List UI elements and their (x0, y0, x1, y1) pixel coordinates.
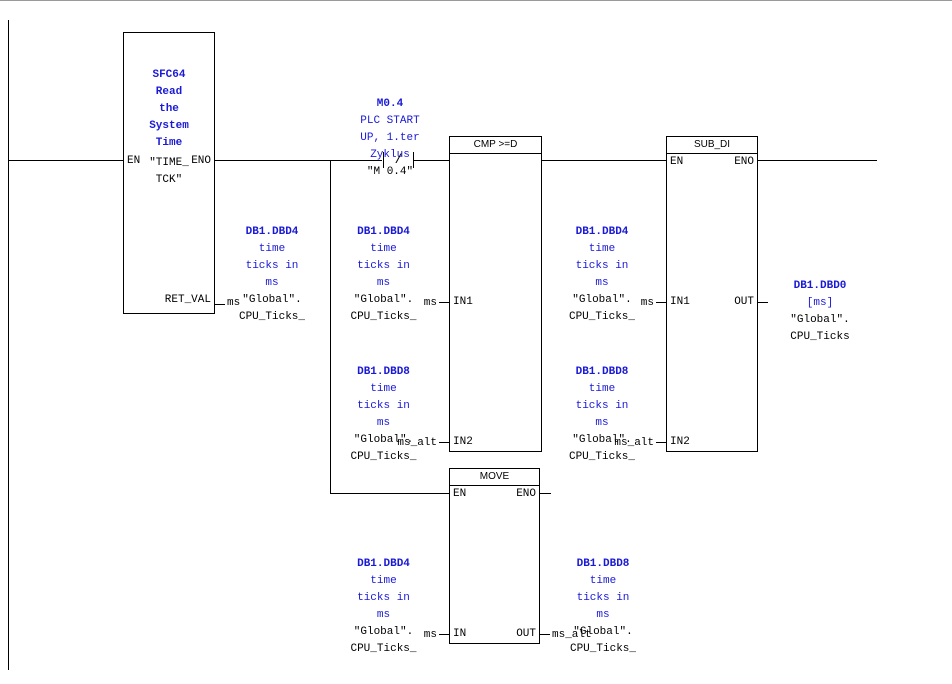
cmp-block[interactable]: CMP >=D IN1 IN2 (449, 136, 542, 452)
sub-di-in2-tail: ms_alt (614, 437, 654, 449)
top-border (0, 0, 952, 1)
sub-di-in2-operand: DB1.DBD8 time ticks in ms "Global". CPU_… (568, 366, 635, 463)
rung-wire-cmp-to-sub (541, 160, 667, 161)
cmp-title: CMP >=D (473, 139, 518, 150)
move-block[interactable]: MOVE EN ENO IN OUT (449, 468, 540, 644)
move-in-operand: DB1.DBD4 time ticks in ms "Global". CPU_… (350, 558, 417, 655)
sub-di-title-divider (667, 153, 757, 154)
cmp-in2-pin: IN2 (453, 436, 473, 448)
sfc64-eno-pin: ENO (191, 155, 211, 167)
cmp-title-divider (450, 153, 541, 154)
sfc64-ret-val-tail: ms (227, 297, 241, 309)
move-out-tail: ms_alt (552, 629, 592, 641)
rung-wire-contact-to-cmp (414, 160, 450, 161)
rung-wire-rail-to-sfc64 (8, 160, 124, 161)
sub-di-block[interactable]: SUB_DI EN ENO IN1 OUT IN2 (666, 136, 758, 452)
move-in-tail: ms (423, 629, 437, 641)
cmp-in2-tail: ms_alt (397, 437, 437, 449)
sub-di-out-wire (758, 302, 768, 303)
sub-di-en-pin: EN (670, 156, 684, 168)
contact-nc-slash[interactable]: / (394, 152, 403, 167)
move-eno-pin: ENO (516, 488, 536, 500)
move-eno-stub (539, 493, 551, 494)
cmp-in1-operand: DB1.DBD4 time ticks in ms "Global". CPU_… (350, 226, 417, 323)
sub-di-in1-pin: IN1 (670, 296, 690, 308)
branch-wire-to-move (330, 493, 449, 494)
sub-di-out-pin: OUT (734, 296, 754, 308)
sfc64-output-operand: DB1.DBD4 time ticks in ms "Global". CPU_… (238, 226, 305, 323)
sfc64-symbol: "TIME_TCK" (149, 157, 189, 186)
move-en-pin: EN (453, 488, 467, 500)
cmp-in2-wire (439, 442, 449, 443)
sub-di-in1-operand: DB1.DBD4 time ticks in ms "Global". CPU_… (568, 226, 635, 323)
branch-wire-vertical (330, 160, 331, 493)
contact-left-plate (383, 152, 384, 168)
move-title-divider (450, 485, 539, 486)
sub-di-title: SUB_DI (693, 139, 731, 150)
cmp-in2-operand: DB1.DBD8 time ticks in ms "Global". CPU_… (350, 366, 417, 463)
move-title: MOVE (479, 471, 510, 482)
cmp-in1-pin: IN1 (453, 296, 473, 308)
sub-di-in1-tail: ms (640, 297, 654, 309)
contact-label: M0.4 PLC START UP, 1.ter Zyklus "M 0.4" (360, 98, 420, 178)
rung-wire-sub-eno (757, 160, 877, 161)
sub-di-eno-pin: ENO (734, 156, 754, 168)
move-out-wire (540, 634, 550, 635)
cmp-in1-tail: ms (423, 297, 437, 309)
rung-wire-sfc64-to-contact (214, 160, 382, 161)
move-out-operand: DB1.DBD8 time ticks in ms "Global". CPU_… (569, 558, 636, 655)
move-in-wire (439, 634, 449, 635)
power-rail (8, 20, 9, 670)
sfc64-en-pin: EN (127, 155, 141, 167)
move-out-pin: OUT (516, 628, 536, 640)
sub-di-in2-pin: IN2 (670, 436, 690, 448)
sub-di-out-operand: DB1.DBD0 [ms] "Global". CPU_Ticks (790, 280, 850, 343)
cmp-in1-wire (439, 302, 449, 303)
move-in-pin: IN (453, 628, 467, 640)
sub-di-in2-wire (656, 442, 666, 443)
sfc64-ret-val-wire (215, 304, 225, 305)
sfc64-ret-val-pin: RET_VAL (164, 294, 211, 306)
contact-right-plate (413, 152, 414, 168)
sub-di-in1-wire (656, 302, 666, 303)
